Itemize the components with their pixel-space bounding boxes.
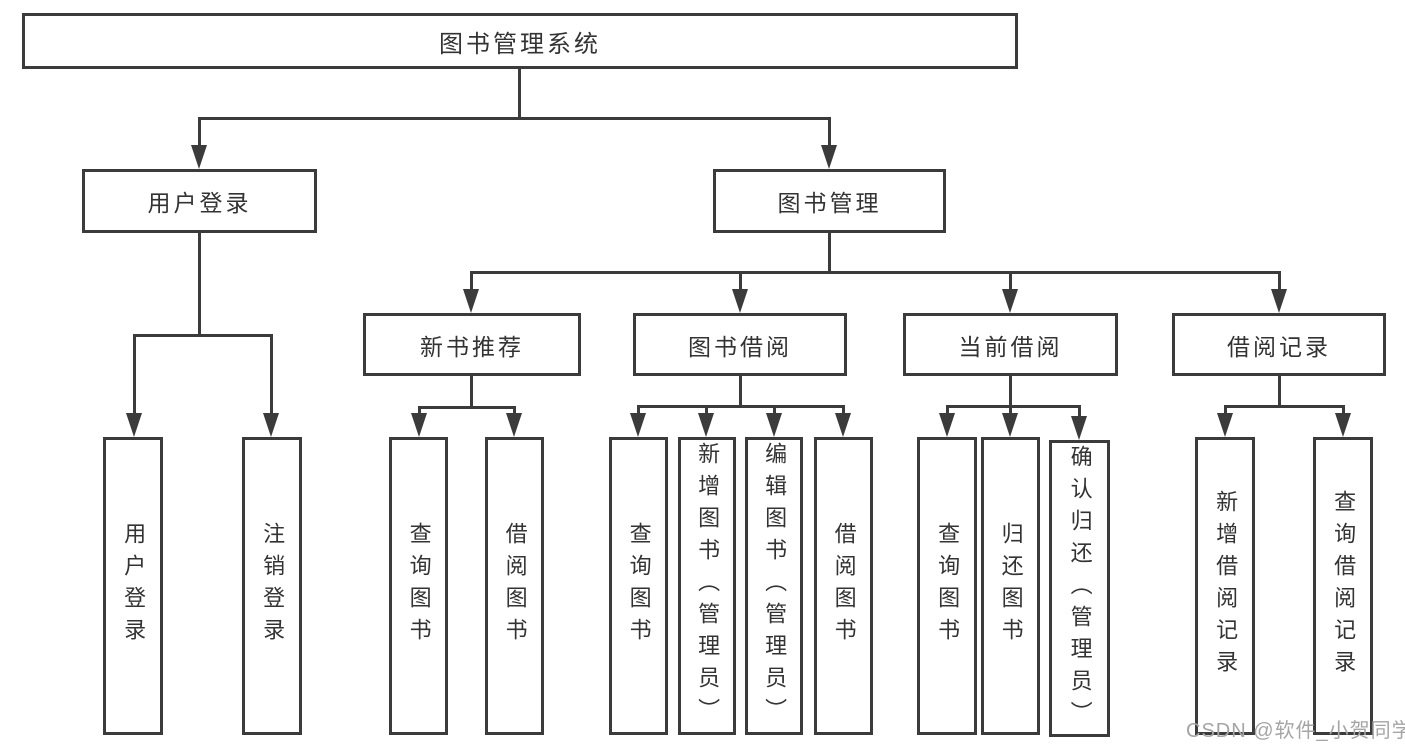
- node-user-login: 用户登录: [82, 169, 317, 233]
- connector-stem: [198, 232, 201, 336]
- node-label: 查询借阅记录: [1331, 490, 1357, 682]
- node-label: 借阅图书: [831, 522, 857, 650]
- node-label: 用户登录: [121, 522, 147, 650]
- arrowhead: [263, 413, 279, 437]
- connector-drop: [842, 405, 845, 415]
- node-book-borrowing: 图书借阅: [633, 313, 847, 376]
- arrowhead: [1002, 413, 1018, 437]
- arrowhead: [939, 413, 955, 437]
- arrowhead: [191, 145, 207, 169]
- leaf-query-books-borrowing: 查询图书: [609, 437, 668, 735]
- connector-rail: [198, 117, 830, 120]
- connector-drop: [828, 117, 831, 147]
- arrowhead: [630, 413, 646, 437]
- connector-drop: [198, 117, 201, 147]
- connector-stem: [739, 376, 742, 408]
- leaf-confirm-return-admin: 确认归还（管理员）: [1049, 440, 1110, 737]
- leaf-user-login: 用户登录: [103, 437, 163, 735]
- leaf-add-borrow-record: 新增借阅记录: [1195, 437, 1255, 735]
- connector-drop: [773, 405, 776, 415]
- arrowhead: [506, 413, 522, 437]
- arrowhead: [1071, 416, 1087, 440]
- node-book-management: 图书管理: [713, 169, 946, 233]
- connector-drop: [1009, 405, 1012, 415]
- leaf-query-borrow-record: 查询借阅记录: [1313, 437, 1373, 735]
- leaf-return-books: 归还图书: [981, 437, 1040, 735]
- leaf-add-books-admin: 新增图书（管理员）: [678, 437, 736, 735]
- connector-stem: [518, 69, 521, 119]
- node-new-book-recommend: 新书推荐: [363, 313, 581, 376]
- connector-stem: [828, 232, 831, 273]
- node-label: 图书借阅: [688, 333, 792, 360]
- leaf-logout: 注销登录: [242, 437, 302, 735]
- arrowhead: [1335, 413, 1351, 437]
- node-label: 图书管理: [777, 190, 882, 216]
- arrowhead: [821, 145, 837, 169]
- arrowhead: [835, 413, 851, 437]
- node-label: 用户登录: [147, 190, 252, 216]
- connector-drop: [739, 271, 742, 291]
- connector-drop: [1342, 405, 1345, 415]
- arrowhead: [1271, 289, 1287, 313]
- node-label: 新增借阅记录: [1213, 490, 1239, 682]
- leaf-borrow-books-borrowing: 借阅图书: [814, 437, 873, 735]
- connector-drop: [513, 406, 516, 415]
- connector-stem: [1278, 376, 1281, 407]
- leaf-query-books-current: 查询图书: [917, 437, 977, 735]
- watermark: CSDN @软件_小贺同学: [1186, 720, 1405, 742]
- arrowhead: [126, 413, 142, 437]
- node-label: 新增图书（管理员）: [695, 442, 721, 730]
- connector-rail: [1224, 405, 1344, 408]
- connector-stem: [1009, 376, 1012, 407]
- connector-drop: [270, 334, 273, 414]
- arrowhead: [463, 289, 479, 313]
- connector-rail: [418, 406, 516, 409]
- node-label: 查询图书: [406, 522, 432, 650]
- connector-drop: [1278, 271, 1281, 291]
- connector-rail: [470, 271, 1280, 274]
- connector-rail: [946, 405, 1080, 408]
- connector-rail: [637, 405, 844, 408]
- connector-drop: [946, 405, 949, 415]
- node-current-borrowing: 当前借阅: [903, 313, 1118, 376]
- node-label: 查询图书: [935, 522, 961, 650]
- node-label: 编辑图书（管理员）: [762, 442, 788, 730]
- arrowhead: [732, 289, 748, 313]
- arrowhead: [766, 413, 782, 437]
- arrowhead: [411, 413, 427, 437]
- node-label: 图书管理系统: [439, 30, 601, 58]
- node-root-library-system: 图书管理系统: [22, 13, 1018, 69]
- connector-drop: [1009, 271, 1012, 291]
- connector-drop: [470, 271, 473, 291]
- node-label: 注销登录: [260, 522, 286, 650]
- connector-rail: [133, 334, 273, 337]
- connector-drop: [133, 334, 136, 414]
- arrowhead: [1002, 289, 1018, 313]
- node-label: 新书推荐: [420, 333, 524, 360]
- arrowhead: [698, 413, 714, 437]
- node-label: 归还图书: [998, 522, 1024, 650]
- connector-drop: [1224, 405, 1227, 415]
- node-borrow-records: 借阅记录: [1172, 313, 1386, 376]
- connector-drop: [705, 405, 708, 415]
- leaf-query-books-recommend: 查询图书: [389, 437, 448, 735]
- node-label: 确认归还（管理员）: [1067, 444, 1093, 733]
- connector-drop: [637, 405, 640, 415]
- node-label: 当前借阅: [958, 333, 1063, 360]
- leaf-edit-books-admin: 编辑图书（管理员）: [745, 437, 803, 735]
- connector-drop: [1078, 405, 1081, 418]
- node-label: 查询图书: [626, 522, 652, 650]
- arrowhead: [1217, 413, 1233, 437]
- connector-drop: [418, 406, 421, 415]
- node-label: 借阅图书: [502, 522, 528, 650]
- leaf-borrow-books-recommend: 借阅图书: [485, 437, 544, 735]
- node-label: 借阅记录: [1227, 333, 1331, 360]
- connector-stem: [470, 376, 473, 409]
